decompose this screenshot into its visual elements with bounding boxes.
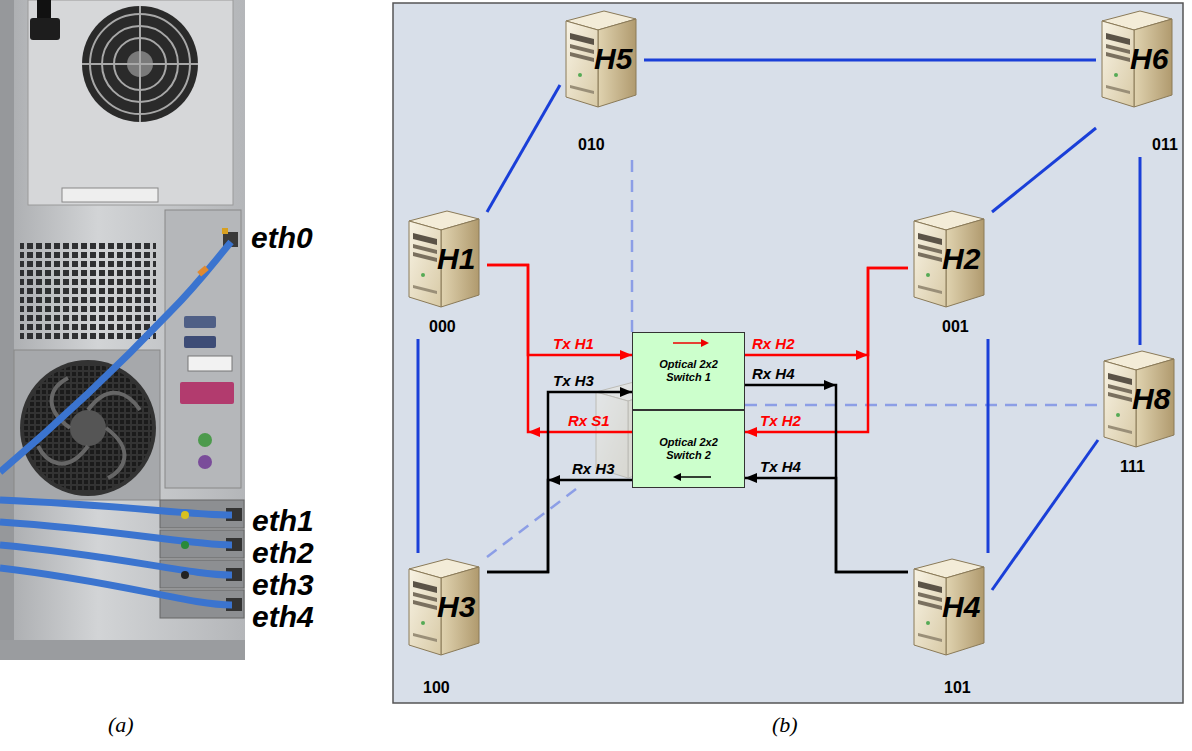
connector xyxy=(745,268,908,360)
connector-line xyxy=(992,128,1096,212)
host-node: H3 100 xyxy=(403,553,487,700)
panel-caption: (b) xyxy=(772,712,798,738)
binary-address: 101 xyxy=(944,678,971,698)
arrowhead xyxy=(548,475,560,485)
port-label: eth0 xyxy=(247,222,317,254)
panel-caption: (a) xyxy=(108,712,134,738)
host-node: H8 111 xyxy=(1098,345,1182,479)
host-name: H6 xyxy=(1130,43,1168,75)
host-name: H5 xyxy=(594,43,632,75)
hidden-link xyxy=(487,160,1098,557)
host-node: H1 000 xyxy=(403,205,487,339)
host-name: H4 xyxy=(942,591,980,623)
connector xyxy=(988,339,989,553)
connector-line xyxy=(745,268,908,355)
switch-name: Optical 2x2 Switch 1 xyxy=(650,358,728,384)
connector xyxy=(418,339,419,553)
signal-label: Tx H1 xyxy=(553,335,594,353)
connector xyxy=(745,380,908,572)
host-node: H5 010 xyxy=(560,5,644,157)
connector-line xyxy=(1139,157,1142,345)
optical-switch-box: Optical 2x2 Switch 2 xyxy=(632,410,745,488)
panel-background xyxy=(393,3,1183,703)
signal-label: Rx H4 xyxy=(752,365,795,383)
signal-label: Rx H2 xyxy=(752,335,795,353)
port-label: eth2 xyxy=(248,537,318,569)
signal-label: Tx H3 xyxy=(553,372,594,390)
connector-line xyxy=(487,480,632,572)
arrowhead xyxy=(620,350,632,360)
binary-address: 100 xyxy=(423,678,450,698)
arrowhead xyxy=(528,427,540,437)
host-name: H8 xyxy=(1132,383,1170,415)
connector xyxy=(487,387,632,572)
host-node: H4 101 xyxy=(908,553,992,700)
connector-line xyxy=(644,59,1096,62)
optical-switch-box: Optical 2x2 Switch 1 xyxy=(632,332,745,410)
binary-address: 111 xyxy=(1120,457,1145,477)
signal-label: Tx H2 xyxy=(760,412,801,430)
port-label: eth3 xyxy=(248,569,318,601)
arrowhead xyxy=(620,387,632,397)
signal-label: Rx H3 xyxy=(572,460,615,478)
port-label: eth1 xyxy=(248,505,318,537)
connector xyxy=(644,60,1096,61)
connector-line xyxy=(745,385,908,572)
port-label: eth4 xyxy=(248,601,318,633)
host-name: H3 xyxy=(437,591,475,623)
connector-line xyxy=(487,392,632,572)
connector xyxy=(745,268,908,437)
connector xyxy=(992,440,1098,590)
connector xyxy=(487,85,560,212)
host-node: H2 001 xyxy=(908,205,992,339)
binary-address: 000 xyxy=(429,317,456,337)
connector xyxy=(992,128,1096,212)
connector xyxy=(487,265,632,437)
binary-address: 001 xyxy=(942,317,969,337)
connector-line xyxy=(745,268,908,432)
connector-line xyxy=(487,85,560,212)
connector xyxy=(487,265,632,360)
arrowhead xyxy=(745,427,757,437)
host-name: H1 xyxy=(437,243,475,275)
connector-line xyxy=(987,339,990,553)
host-name: H2 xyxy=(942,243,980,275)
arrowhead xyxy=(856,350,868,360)
binary-address: 010 xyxy=(578,135,605,155)
connector xyxy=(487,475,632,572)
connector-line xyxy=(417,339,420,553)
arrowhead xyxy=(824,380,836,390)
pc-photo xyxy=(0,0,245,660)
connector-line xyxy=(487,265,632,432)
connector xyxy=(1140,157,1141,345)
arrowhead xyxy=(745,473,757,483)
signal-label: Tx H4 xyxy=(760,458,801,476)
binary-address: 011 xyxy=(1152,135,1178,155)
signal-label: Rx S1 xyxy=(568,412,610,430)
host-node: H6 011 xyxy=(1096,5,1180,157)
connector xyxy=(745,473,908,572)
connector-line xyxy=(745,478,908,572)
connector-line xyxy=(992,440,1098,590)
connector-line xyxy=(487,265,632,355)
switch-name: Optical 2x2 Switch 2 xyxy=(650,436,728,462)
